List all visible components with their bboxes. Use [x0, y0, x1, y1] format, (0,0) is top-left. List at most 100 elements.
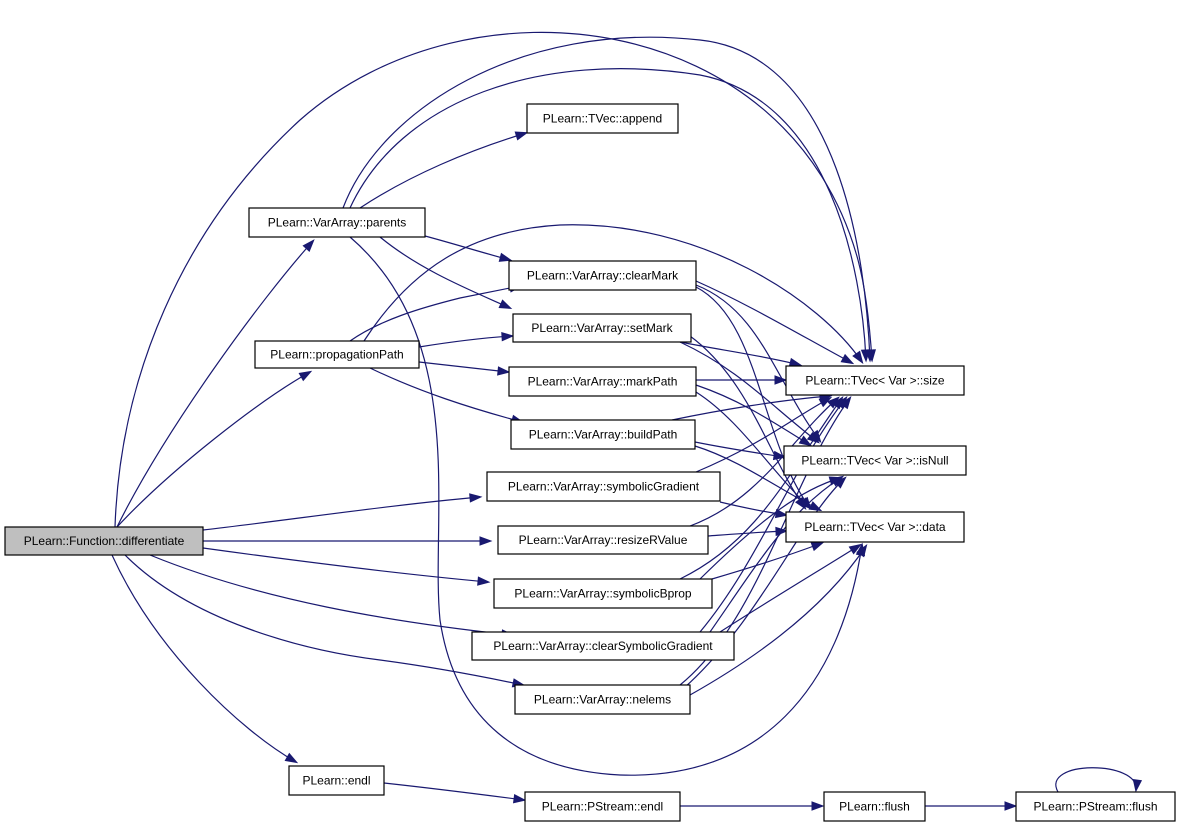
node-label: PLearn::VarArray::symbolicBprop — [514, 587, 692, 601]
node-parents[interactable]: PLearn::VarArray::parents — [248, 207, 426, 238]
arrowhead — [798, 435, 813, 447]
node-box[interactable] — [785, 511, 965, 543]
node-pstream_flush[interactable]: PLearn::PStream::flush — [1015, 791, 1176, 822]
arrowhead — [839, 396, 852, 410]
edge-line — [418, 361, 509, 373]
node-box[interactable] — [524, 791, 681, 822]
edge-line — [689, 397, 839, 527]
node-nelems[interactable]: PLearn::VarArray::nelems — [514, 684, 691, 715]
node-box[interactable] — [783, 445, 967, 476]
arrowhead — [810, 542, 825, 552]
edge-line — [418, 335, 513, 348]
node-box[interactable] — [471, 631, 735, 661]
node-size[interactable]: PLearn::TVec< Var >::size — [785, 365, 965, 396]
edge-line — [116, 371, 311, 528]
edge-line — [111, 554, 297, 763]
arrowhead — [1004, 801, 1018, 811]
node-data[interactable]: PLearn::TVec< Var >::data — [785, 511, 965, 543]
node-box[interactable] — [288, 765, 385, 796]
node-box[interactable] — [493, 578, 713, 609]
edge-propagationPath-to-markPath — [418, 361, 511, 376]
edge-propagationPath-to-setMark — [418, 331, 515, 348]
node-isNull[interactable]: PLearn::TVec< Var >::isNull — [783, 445, 967, 476]
edge-line — [679, 341, 819, 443]
node-label: PLearn::VarArray::nelems — [534, 693, 671, 707]
edge-line — [379, 236, 511, 309]
arrowhead — [302, 239, 315, 252]
node-box[interactable] — [486, 471, 721, 502]
node-flush[interactable]: PLearn::flush — [823, 791, 926, 822]
edge-markPath-to-size — [696, 375, 788, 385]
node-box[interactable] — [510, 419, 696, 450]
node-buildPath[interactable]: PLearn::VarArray::buildPath — [510, 419, 696, 450]
node-box[interactable] — [508, 260, 697, 291]
edge-line — [694, 441, 785, 458]
edge-line — [719, 544, 861, 633]
node-box[interactable] — [508, 366, 697, 397]
node-append[interactable]: PLearn::TVec::append — [526, 103, 679, 134]
edge-propagationPath-to-clearMark — [349, 283, 523, 342]
node-box[interactable] — [1015, 791, 1176, 822]
arrowhead — [1132, 778, 1143, 793]
node-differentiate[interactable]: PLearn::Function::differentiate — [4, 526, 204, 556]
node-label: PLearn::VarArray::resizeRValue — [519, 533, 688, 547]
node-box[interactable] — [514, 684, 691, 715]
arrowhead — [514, 131, 529, 141]
node-clearSymbolicGradient[interactable]: PLearn::VarArray::clearSymbolicGradient — [471, 631, 735, 661]
node-propagationPath[interactable]: PLearn::propagationPath — [254, 340, 420, 369]
edge-line — [202, 496, 481, 531]
node-resizeRValue[interactable]: PLearn::VarArray::resizeRValue — [497, 525, 709, 555]
edge-symbolicGradient-to-data — [719, 501, 789, 519]
node-box[interactable] — [785, 365, 965, 396]
node-markPath[interactable]: PLearn::VarArray::markPath — [508, 366, 697, 397]
node-symbolicBprop[interactable]: PLearn::VarArray::symbolicBprop — [493, 578, 713, 609]
node-box[interactable] — [497, 525, 709, 555]
arrowhead — [469, 493, 483, 503]
edge-symbolicBprop-to-data — [711, 542, 825, 580]
edge-differentiate-to-endl — [111, 554, 299, 764]
edge-line — [369, 367, 523, 423]
node-endl[interactable]: PLearn::endl — [288, 765, 385, 796]
edge-line — [114, 31, 873, 528]
node-clearMark[interactable]: PLearn::VarArray::clearMark — [508, 260, 697, 291]
edge-markPath-to-isNull — [695, 384, 813, 447]
edge-line — [679, 397, 843, 580]
edge-line — [699, 397, 847, 633]
node-symbolicGradient[interactable]: PLearn::VarArray::symbolicGradient — [486, 471, 721, 502]
edge-line — [671, 395, 831, 421]
edge-clearMark-to-size — [695, 280, 855, 365]
node-label: PLearn::TVec< Var >::isNull — [801, 454, 948, 468]
edge-parents-to-size — [342, 36, 875, 363]
node-box[interactable] — [823, 791, 926, 822]
edge-propagationPath-to-size — [363, 224, 864, 365]
node-box[interactable] — [526, 103, 679, 134]
node-label: PLearn::TVec< Var >::data — [804, 520, 946, 534]
edge-differentiate-to-symbolicGradient — [202, 493, 483, 531]
node-label: PLearn::VarArray::clearMark — [527, 269, 679, 283]
edge-line — [349, 236, 863, 776]
node-label: PLearn::VarArray::clearSymbolicGradient — [493, 639, 713, 653]
edge-differentiate-to-propagationPath — [116, 370, 313, 528]
edge-line — [695, 397, 831, 473]
arrowhead — [852, 350, 864, 365]
arrowhead — [811, 801, 825, 811]
edge-differentiate-to-resizeRValue — [203, 536, 493, 546]
edge-line — [711, 542, 823, 580]
edge-line — [695, 286, 811, 509]
node-label: PLearn::flush — [839, 800, 910, 814]
arrowhead — [498, 252, 513, 262]
edge-line — [695, 284, 821, 442]
node-box[interactable] — [512, 313, 692, 343]
edge-line — [116, 240, 314, 528]
arrowhead — [856, 543, 868, 558]
node-box[interactable] — [254, 340, 420, 369]
node-pstream_endl[interactable]: PLearn::PStream::endl — [524, 791, 681, 822]
node-box[interactable] — [4, 526, 204, 556]
node-box[interactable] — [248, 207, 426, 238]
edge-clearMark-to-isNull — [695, 284, 822, 443]
edge-line — [699, 477, 841, 580]
arrowhead — [298, 370, 313, 382]
node-setMark[interactable]: PLearn::VarArray::setMark — [512, 313, 692, 343]
edge-line — [349, 285, 521, 342]
